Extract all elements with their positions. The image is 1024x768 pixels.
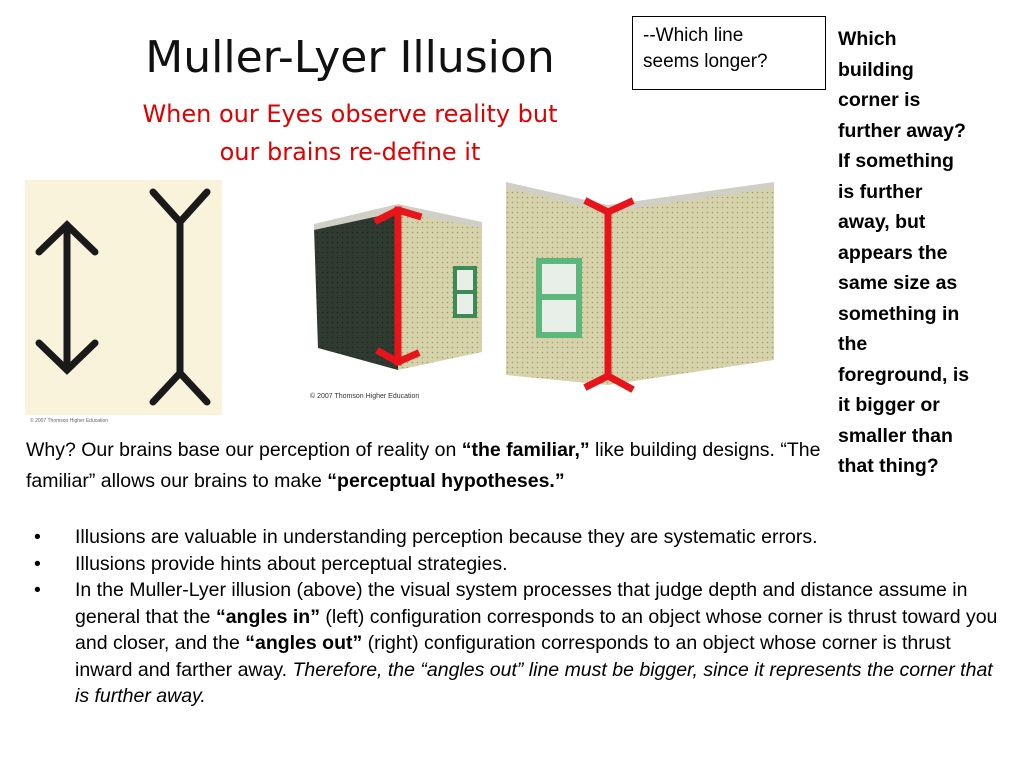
- side-note: Which building corner is further away? I…: [838, 24, 1020, 482]
- muller-lyer-lines-image: [25, 180, 222, 415]
- left-image-credit: © 2007 Thomson Higher Education: [30, 418, 109, 424]
- slide-title: Muller-Lyer Illusion: [145, 32, 555, 83]
- angles-in-bottom-head: [35, 339, 99, 375]
- bullet-3-part3: (right) configuration corresponds to an …: [75, 632, 951, 681]
- side-note-line: Which: [838, 28, 897, 50]
- bullet-item-2: • Illusions provide hints about perceptu…: [26, 551, 1001, 578]
- building-corners-image: [300, 180, 780, 410]
- angles-in-top-head: [35, 220, 99, 256]
- side-note-line: something in: [838, 302, 960, 325]
- bullet-dot: •: [34, 552, 41, 575]
- side-note-line: corner is: [838, 89, 921, 111]
- angles-out-top-fins: [149, 188, 211, 228]
- window-right: [536, 258, 582, 338]
- side-note-line: is further: [838, 180, 923, 203]
- bullet-item-1: • Illusions are valuable in understandin…: [26, 524, 1001, 551]
- question-line-2: seems longer?: [643, 51, 768, 72]
- subtitle-line-1: When our Eyes observe reality but: [142, 100, 558, 128]
- bullet-dot: •: [34, 526, 41, 548]
- side-note-line: same size as: [838, 272, 958, 294]
- side-note-line: building: [838, 58, 914, 81]
- image-credit: © 2007 Thomson Higher Education: [310, 393, 420, 400]
- inside-corner-cornice: [506, 182, 774, 212]
- bullet-1-text: Illusions are valuable in understanding …: [75, 526, 818, 548]
- side-note-line: that thing?: [838, 455, 939, 477]
- outside-corner-left-wall: [314, 210, 398, 370]
- bullet-3-italic-conclusion: Therefore, the “angles out” line must be…: [75, 658, 993, 708]
- side-note-line: away, but: [838, 211, 926, 233]
- inside-corner-room: [506, 182, 774, 385]
- side-note-line: foreground, is: [838, 363, 970, 386]
- side-note-line: smaller than: [838, 424, 953, 447]
- question-box: --Which line seems longer?: [632, 16, 826, 90]
- angles-out-bottom-fins: [149, 367, 211, 406]
- side-note-line: If something: [838, 150, 954, 172]
- side-note-line: the: [838, 333, 868, 355]
- window-left: [453, 266, 477, 318]
- subtitle-line-2: our brains re-define it: [219, 138, 481, 166]
- bullet-dot: •: [34, 579, 41, 601]
- side-note-line: appears the: [838, 241, 948, 264]
- outside-corner-right-wall: [398, 210, 482, 370]
- slide-subtitle: When our Eyes observe reality but our br…: [95, 95, 605, 171]
- bullet-3-part1: In the Muller-Lyer illusion (above) the …: [75, 579, 968, 628]
- bullet-3-bold-angles-out: “angles out”: [245, 632, 363, 654]
- bullet-item-3: • In the Muller-Lyer illusion (above) th…: [26, 577, 1001, 710]
- question-line-1: --Which line: [643, 25, 744, 46]
- bullet-list: • Illusions are valuable in understandin…: [26, 524, 1001, 710]
- why-text-part1: Why? Our brains base our perception of r…: [26, 439, 462, 461]
- bullet-3-part2: (left) configuration corresponds to an o…: [75, 605, 998, 655]
- side-note-line: further away?: [838, 119, 966, 142]
- why-paragraph: Why? Our brains base our perception of r…: [26, 435, 826, 496]
- why-text-part2: like building designs. “The familiar” al…: [26, 439, 821, 492]
- outside-corner-red-bracket: [373, 206, 423, 366]
- outside-corner-building: [314, 204, 482, 370]
- inside-corner-red-bracket: [583, 197, 635, 393]
- why-bold-familiar: “the familiar,”: [461, 439, 590, 461]
- bullet-2-text: Illusions provide hints about perceptual…: [75, 552, 508, 575]
- inside-corner-right-wall: [608, 185, 774, 385]
- why-bold-hypotheses: “perceptual hypotheses.”: [327, 469, 565, 492]
- side-note-line: it bigger or: [838, 394, 940, 416]
- bullet-3-bold-angles-in: “angles in”: [215, 605, 320, 628]
